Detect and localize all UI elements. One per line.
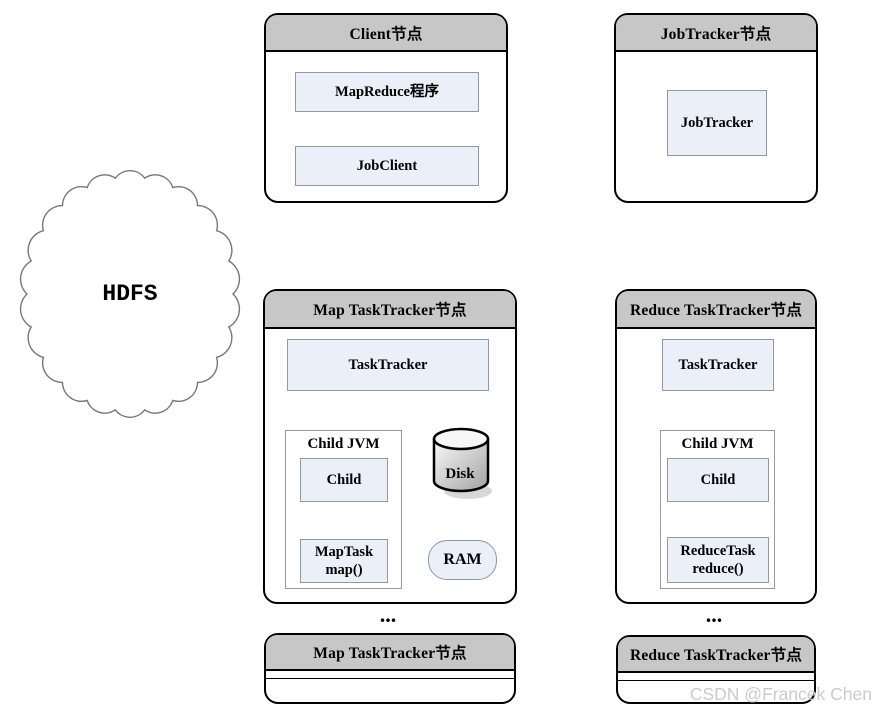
disk-body: [432, 439, 490, 493]
client-node: Client节点 MapReduce程序 JobClient: [264, 13, 508, 203]
reduce-node-ellipsis: ...: [705, 602, 723, 627]
client-node-title: Client节点: [266, 15, 506, 52]
maptask-line2: map(): [325, 562, 363, 578]
reducetask-line1: ReduceTask: [680, 542, 756, 559]
map-tasktracker-box: TaskTracker: [287, 339, 489, 391]
disk-top: [432, 427, 490, 451]
jobtracker-box: JobTracker: [667, 90, 767, 156]
reduce-tasktracker-stub-node: Reduce TaskTracker节点: [616, 635, 816, 704]
reduce-tasktracker-node-title: Reduce TaskTracker节点: [617, 291, 815, 329]
hdfs-cloud-path: [19, 170, 241, 418]
reduce-child-jvm-title: Child JVM: [681, 436, 754, 452]
disk-label: Disk: [445, 466, 475, 482]
map-child-box: Child: [300, 458, 388, 502]
mapreduce-program-box: MapReduce程序: [295, 72, 479, 112]
map-node-ellipsis: ...: [379, 602, 397, 627]
maptask-box: MapTask map(): [300, 539, 388, 583]
watermark: CSDN @Francek Chen: [689, 684, 872, 704]
map-child-jvm-box: Child JVM Child MapTask map(): [285, 430, 402, 589]
hdfs-cloud: HDFS: [14, 168, 246, 420]
ram-box: RAM: [428, 540, 497, 580]
jobtracker-node: JobTracker节点 JobTracker: [614, 13, 818, 203]
hdfs-label: HDFS: [102, 281, 158, 307]
map-tasktracker-node: Map TaskTracker节点 TaskTracker Child JVM …: [263, 289, 517, 604]
reduce-stub-title: Reduce TaskTracker节点: [618, 637, 814, 673]
disk-cylinder: Disk: [430, 426, 494, 504]
maptask-line1: MapTask: [314, 543, 374, 560]
map-tasktracker-stub-node: Map TaskTracker节点: [264, 633, 516, 704]
reducetask-line2: reduce(): [692, 561, 744, 577]
map-tasktracker-node-title: Map TaskTracker节点: [265, 291, 515, 329]
reduce-child-jvm-box: Child JVM Child ReduceTask reduce(): [660, 430, 775, 589]
stub-divider: [266, 678, 514, 679]
reduce-tasktracker-node: Reduce TaskTracker节点 TaskTracker Child J…: [615, 289, 817, 604]
reducetask-box: ReduceTask reduce(): [667, 537, 769, 583]
reduce-tasktracker-box: TaskTracker: [662, 339, 774, 391]
jobtracker-node-title: JobTracker节点: [616, 15, 816, 52]
jobclient-box: JobClient: [295, 146, 479, 186]
reduce-child-box: Child: [667, 458, 769, 502]
map-child-jvm-title: Child JVM: [307, 436, 380, 452]
map-stub-title: Map TaskTracker节点: [266, 635, 514, 671]
stub-divider: [618, 680, 814, 681]
